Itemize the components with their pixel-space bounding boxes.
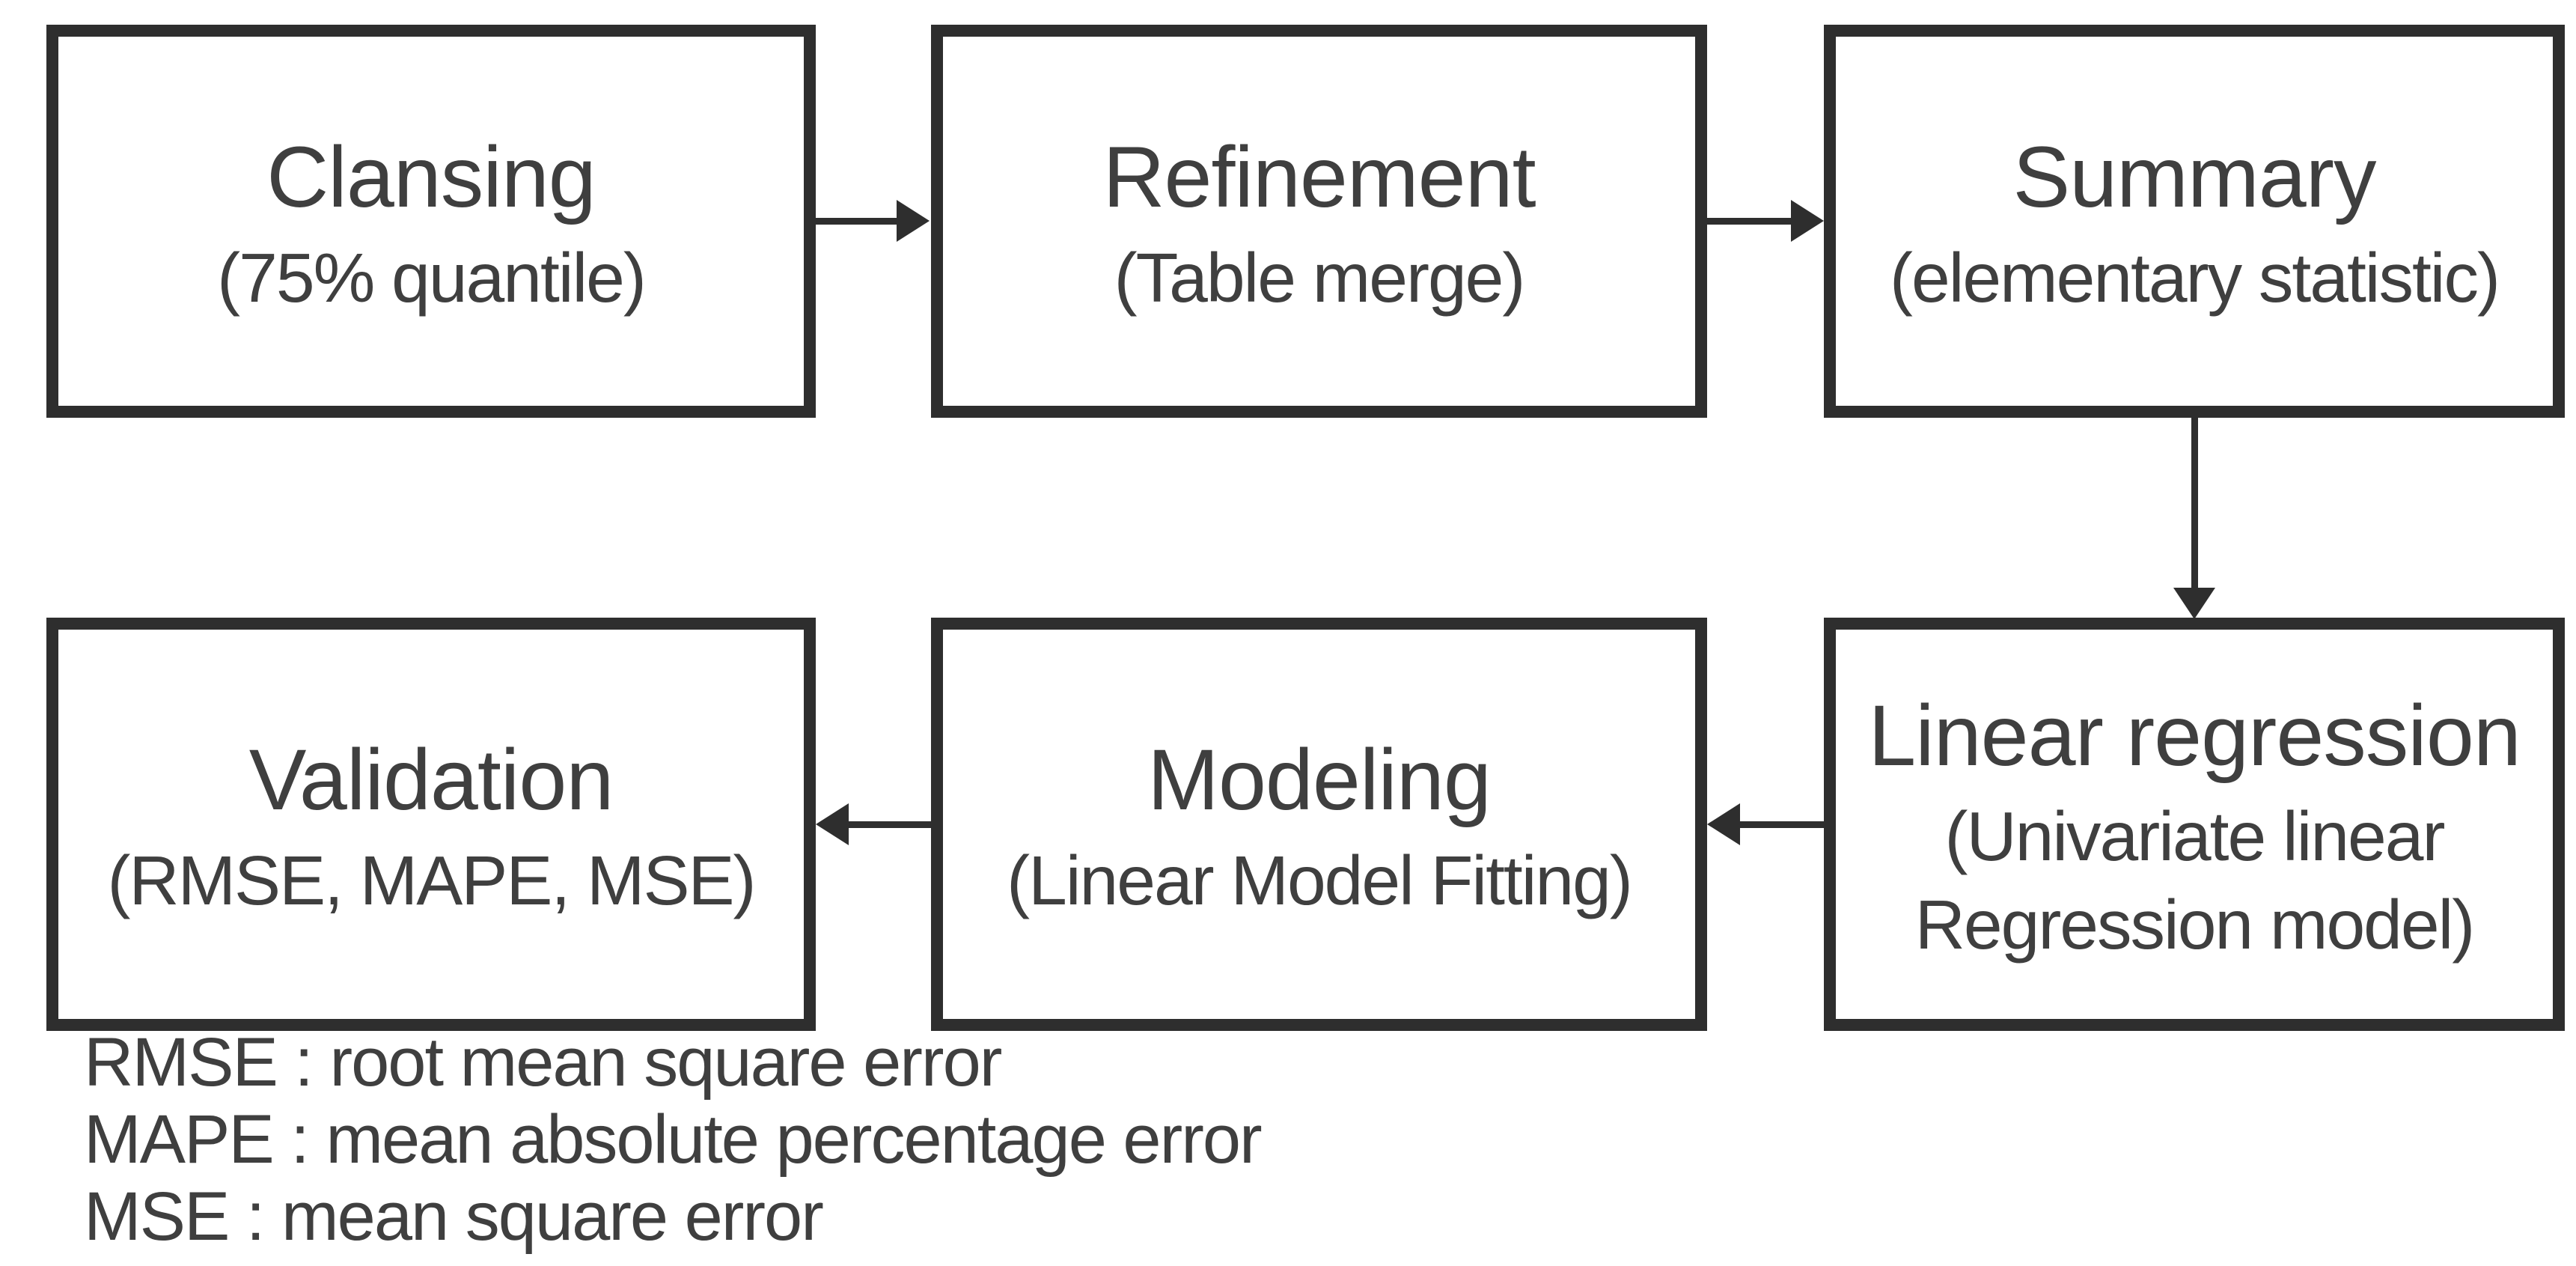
arrow-head-left-icon — [1707, 803, 1740, 845]
arrow-shaft — [1739, 821, 1824, 828]
arrow-head-left-icon — [816, 803, 849, 845]
footnote-mse: MSE : mean square error — [84, 1178, 824, 1255]
summary-subtitle: (elementary statistic) — [1890, 238, 2500, 317]
arrow-head-right-icon — [1791, 200, 1824, 242]
cleansing-title: Clansing — [266, 129, 596, 225]
cleansing-subtitle: (75% quantile) — [217, 238, 647, 317]
linear-regression-title: Linear regression — [1868, 688, 2521, 784]
arrow-shaft — [1707, 218, 1792, 225]
arrow-head-right-icon — [897, 200, 930, 242]
flow-box-cleansing: Clansing (75% quantile) — [46, 25, 816, 418]
refinement-subtitle: (Table merge) — [1114, 238, 1526, 317]
summary-title: Summary — [2012, 129, 2376, 225]
linear-regression-subtitle-line2: Regression model) — [1914, 886, 2476, 964]
footnotes: RMSE : root mean square error MAPE : mea… — [84, 1024, 1263, 1256]
arrow-shaft — [816, 218, 898, 225]
flow-box-modeling: Modeling (Linear Model Fitting) — [931, 618, 1707, 1031]
arrow-head-down-icon — [2173, 588, 2215, 619]
refinement-title: Refinement — [1102, 129, 1536, 225]
flow-box-validation: Validation (RMSE, MAPE, MSE) — [46, 618, 816, 1031]
flow-box-summary: Summary (elementary statistic) — [1824, 25, 2565, 418]
linear-regression-subtitle-line1: (Univariate linear — [1944, 797, 2446, 875]
validation-subtitle: (RMSE, MAPE, MSE) — [107, 842, 756, 919]
footnote-rmse: RMSE : root mean square error — [84, 1024, 1002, 1101]
footnote-mape: MAPE : mean absolute percentage error — [84, 1101, 1263, 1178]
arrow-shaft — [847, 821, 931, 828]
flow-box-refinement: Refinement (Table merge) — [931, 25, 1707, 418]
arrow-shaft — [2191, 418, 2198, 589]
validation-title: Validation — [248, 732, 614, 828]
modeling-subtitle: (Linear Model Fitting) — [1007, 842, 1633, 919]
flow-box-linear-regression: Linear regression (Univariate linear Reg… — [1824, 618, 2565, 1031]
modeling-title: Modeling — [1147, 732, 1492, 828]
